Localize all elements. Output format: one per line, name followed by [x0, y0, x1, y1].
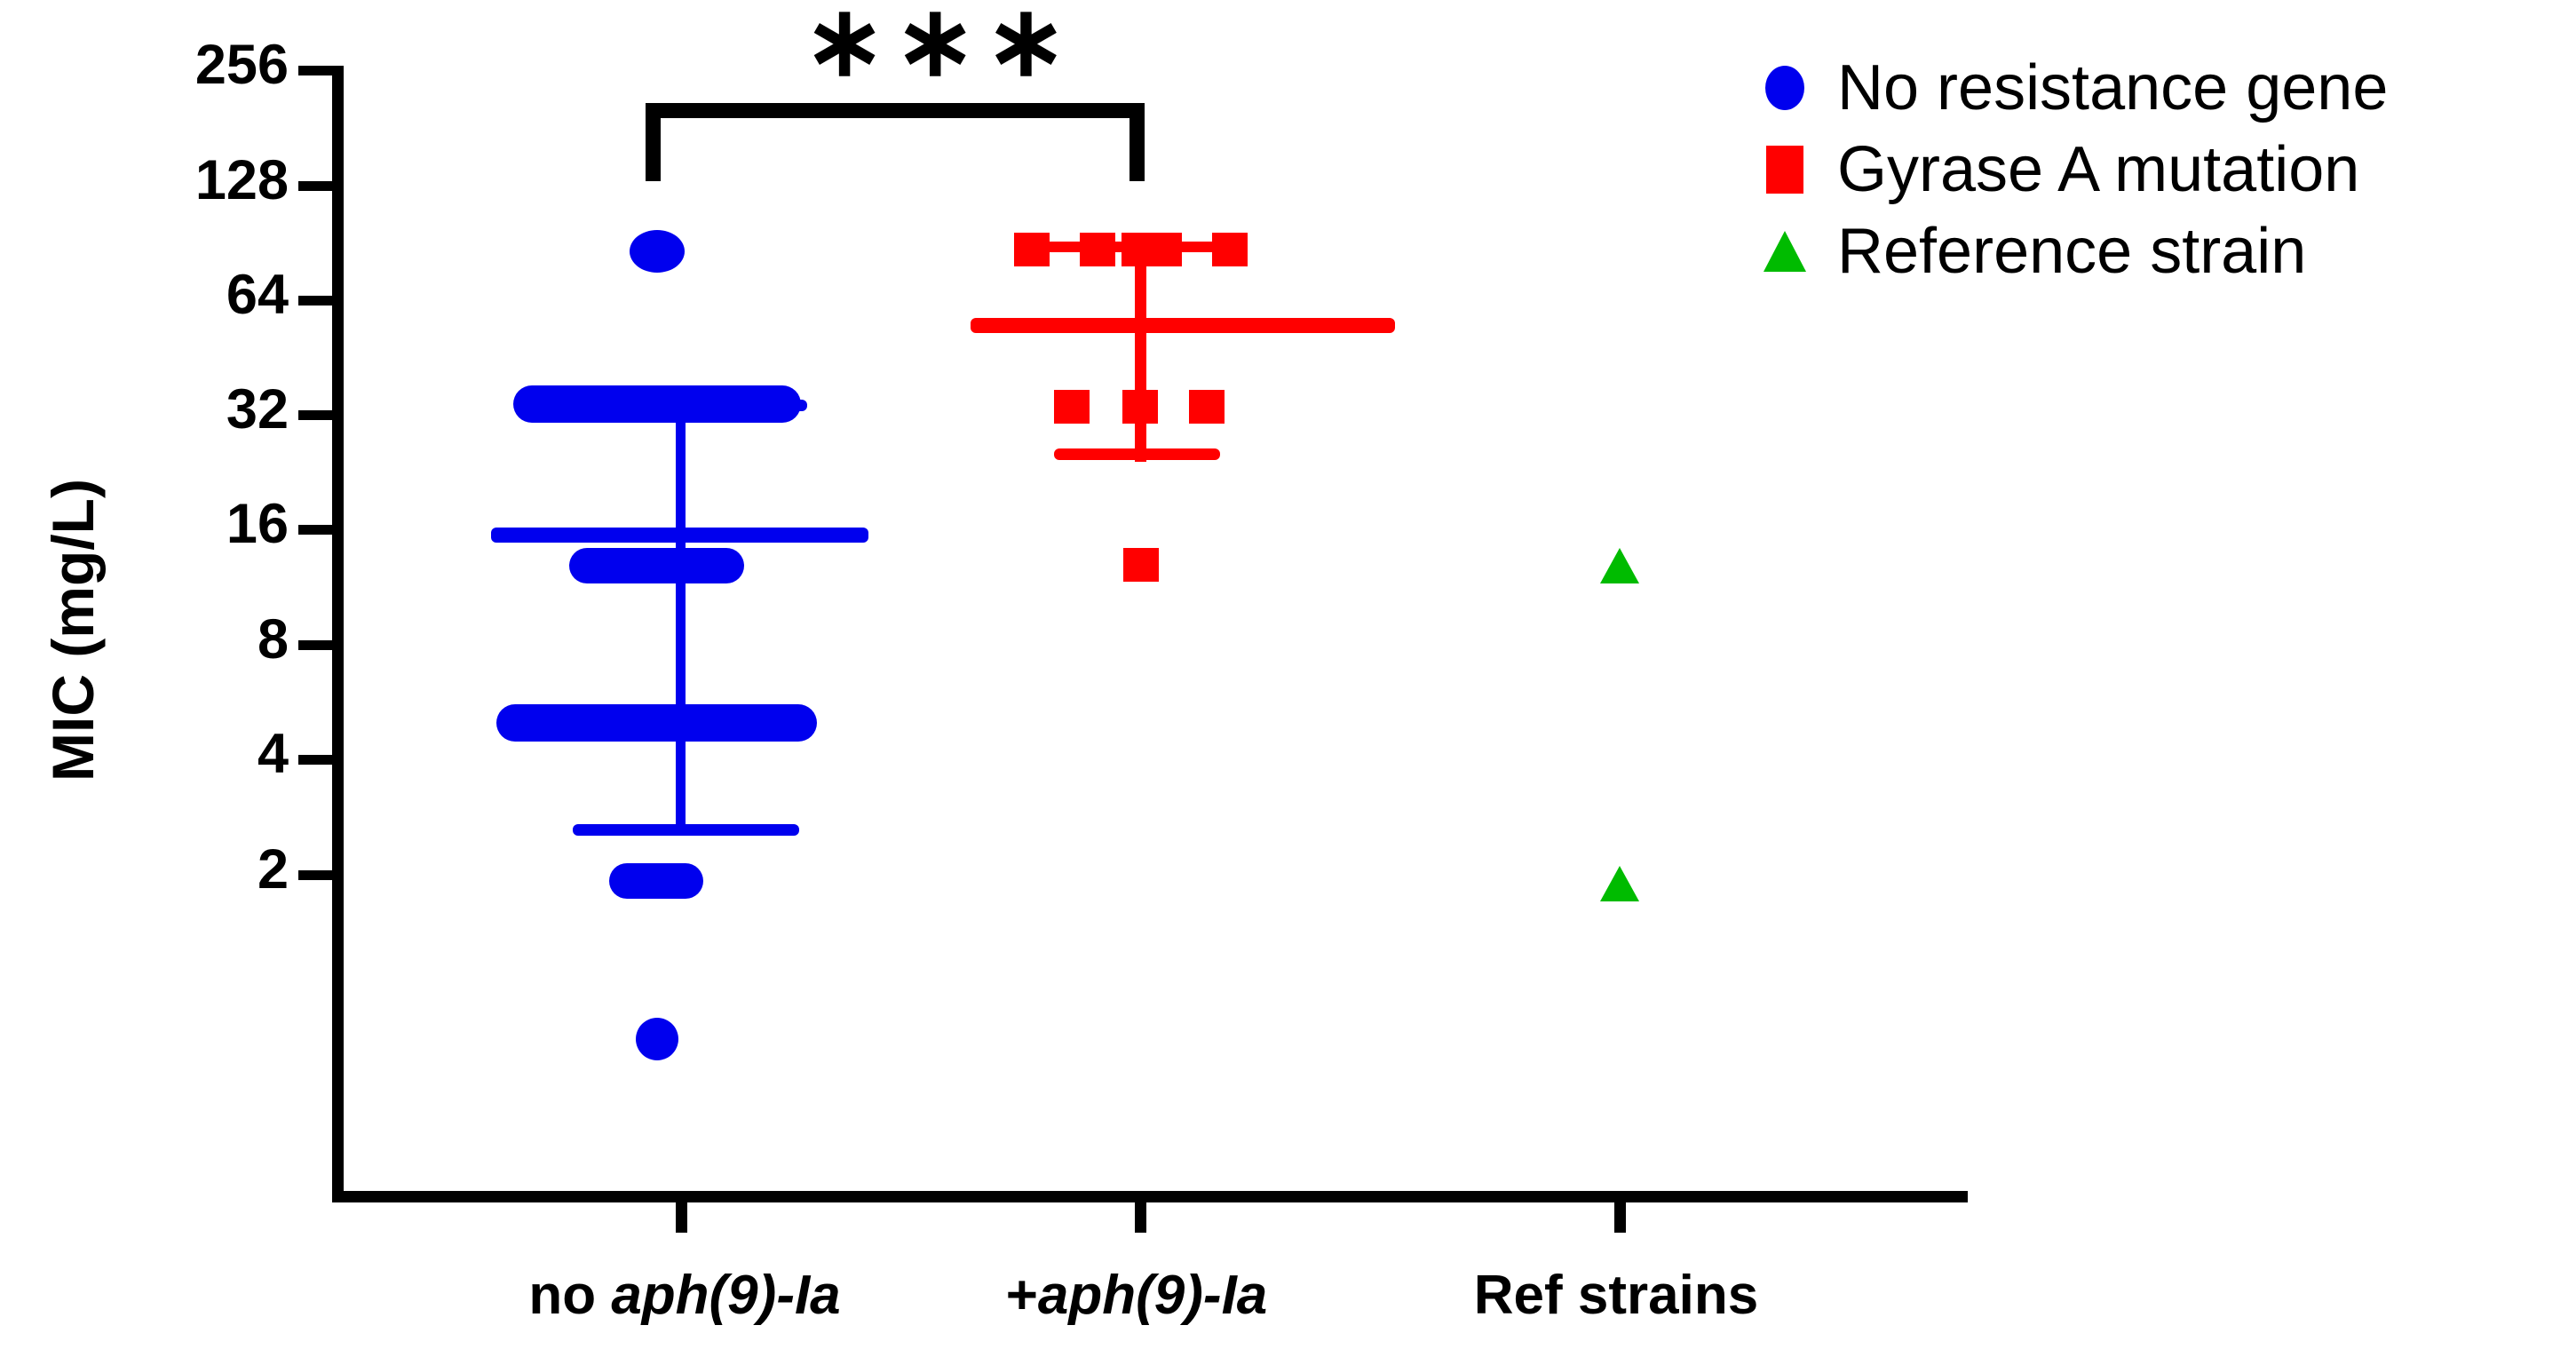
y-tick-label-2: 2	[257, 838, 289, 901]
green-point-8	[1600, 866, 1639, 901]
legend-item-gyrase-a-mutation[interactable]: Gyrase A mutation	[1754, 134, 2388, 205]
red-point-32	[1123, 548, 1159, 582]
x-tick-label-plus-aph: +aph(9)-Ia	[906, 1268, 1367, 1323]
x-tick-group3	[1614, 1197, 1626, 1233]
y-tick-4	[298, 755, 334, 765]
blue-point-band-32	[569, 548, 744, 583]
blue-point-band-16	[496, 704, 817, 742]
blue-point-128	[630, 230, 685, 273]
y-tick-128	[298, 181, 334, 191]
blue-point-band-64	[513, 385, 801, 423]
legend-label-2: Reference strain	[1837, 216, 2307, 287]
y-tick-label-32: 32	[226, 378, 289, 440]
blue-point-4	[636, 1018, 678, 1060]
legend-label-0: No resistance gene	[1837, 52, 2389, 123]
green-point-32	[1600, 548, 1639, 583]
red-point-128-e	[1212, 233, 1248, 266]
y-tick-label-256: 256	[194, 34, 289, 96]
x-label-prefix-2: +	[1005, 1265, 1038, 1326]
red-point-64-a	[1054, 390, 1090, 424]
x-label-italic-2: aph(9)-Ia	[1037, 1265, 1268, 1326]
legend-label-1: Gyrase A mutation	[1837, 134, 2360, 205]
blue-point-band-8	[609, 863, 703, 899]
x-label-prefix-1: no	[528, 1265, 612, 1326]
bracket-top-line	[646, 103, 1145, 118]
y-tick-label-8: 8	[257, 608, 289, 671]
red-point-128-b	[1080, 233, 1115, 266]
bracket-left-arm	[646, 103, 661, 181]
red-point-128-a	[1014, 233, 1050, 266]
y-tick-32	[298, 410, 334, 420]
red-mean-line	[971, 318, 1395, 333]
red-point-64-b	[1122, 390, 1158, 424]
y-tick-8	[298, 640, 334, 650]
y-tick-label-128: 128	[194, 149, 289, 211]
red-errorbar-lower-cap	[1054, 448, 1220, 460]
significance-stars: ∗∗∗	[804, 0, 1076, 96]
chart-legend: No resistance gene Gyrase A mutation Ref…	[1754, 52, 2389, 298]
red-point-64-c	[1189, 390, 1225, 424]
y-tick-label-16: 16	[226, 493, 289, 555]
square-marker-icon	[1754, 146, 1816, 194]
blue-mean-line	[491, 528, 868, 543]
x-tick-group2	[1135, 1197, 1146, 1233]
x-tick-group1	[676, 1197, 687, 1233]
blue-errorbar-vertical	[676, 404, 686, 830]
x-tick-label-no-aph: no aph(9)-Ia	[409, 1268, 960, 1323]
red-point-128-d	[1146, 233, 1182, 266]
y-tick-64	[298, 296, 334, 306]
y-axis-line	[332, 66, 344, 1202]
x-label-italic-1: aph(9)-Ia	[611, 1265, 841, 1326]
triangle-marker-icon	[1754, 231, 1816, 272]
y-tick-256	[298, 66, 334, 75]
y-tick-label-4: 4	[257, 723, 289, 785]
x-tick-label-ref-strains: Ref strains	[1473, 1265, 1759, 1326]
y-tick-16	[298, 525, 334, 535]
legend-item-no-resistance-gene[interactable]: No resistance gene	[1754, 52, 2389, 123]
y-tick-2	[298, 870, 334, 880]
legend-item-reference-strain[interactable]: Reference strain	[1754, 216, 2388, 287]
circle-marker-icon	[1754, 66, 1816, 110]
blue-errorbar-lower-cap	[573, 824, 799, 836]
y-tick-label-64: 64	[226, 264, 289, 326]
red-errorbar-vertical	[1135, 244, 1146, 462]
x-axis-line	[332, 1191, 1968, 1202]
y-axis-title: MIC (mg/L)	[40, 479, 106, 782]
bracket-right-arm	[1129, 103, 1145, 181]
